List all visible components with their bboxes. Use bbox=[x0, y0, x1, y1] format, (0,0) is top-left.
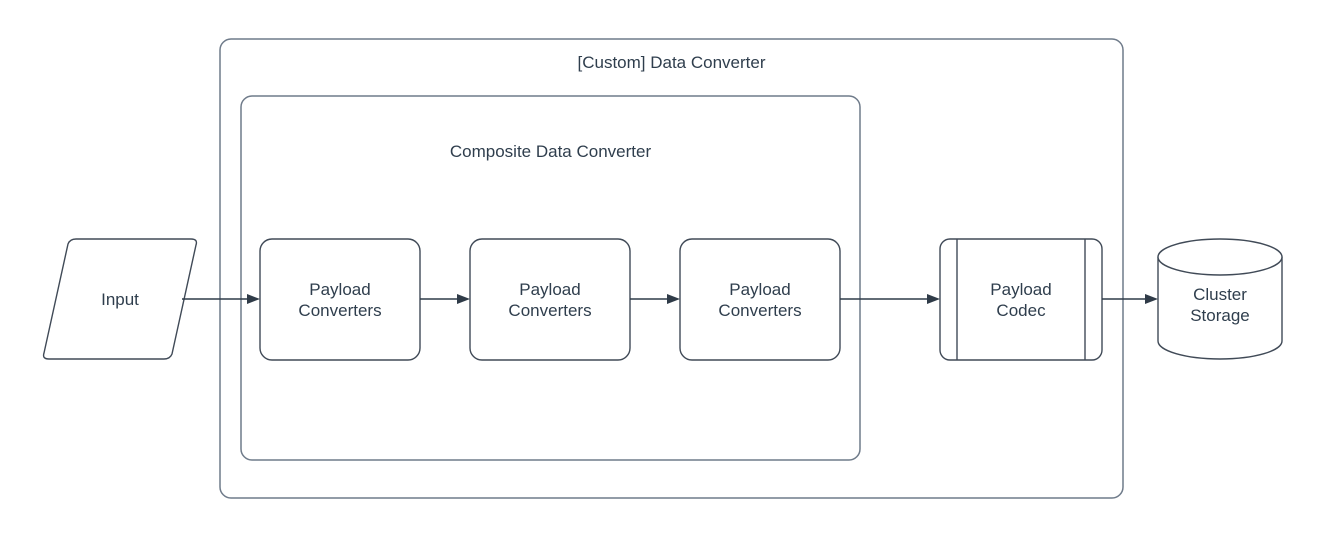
node-input-shape[interactable] bbox=[42, 238, 198, 360]
node-cluster-storage-body[interactable] bbox=[1157, 256, 1283, 360]
edge-payload-converters-3-to-payload-codec bbox=[840, 294, 940, 304]
cluster-storage-top-ellipse bbox=[1157, 238, 1283, 276]
edge-input-to-payload-converters-1 bbox=[182, 294, 260, 304]
edge-payload-converters-2-to-3 bbox=[630, 294, 680, 304]
edge-payload-converters-1-to-2 bbox=[420, 294, 470, 304]
node-payload-converters-2-shape[interactable] bbox=[469, 238, 631, 361]
node-payload-converters-1-shape[interactable] bbox=[259, 238, 421, 361]
edge-payload-codec-to-cluster-storage bbox=[1102, 294, 1158, 304]
node-payload-converters-3-shape[interactable] bbox=[679, 238, 841, 361]
node-payload-codec-shape[interactable] bbox=[939, 238, 1103, 361]
